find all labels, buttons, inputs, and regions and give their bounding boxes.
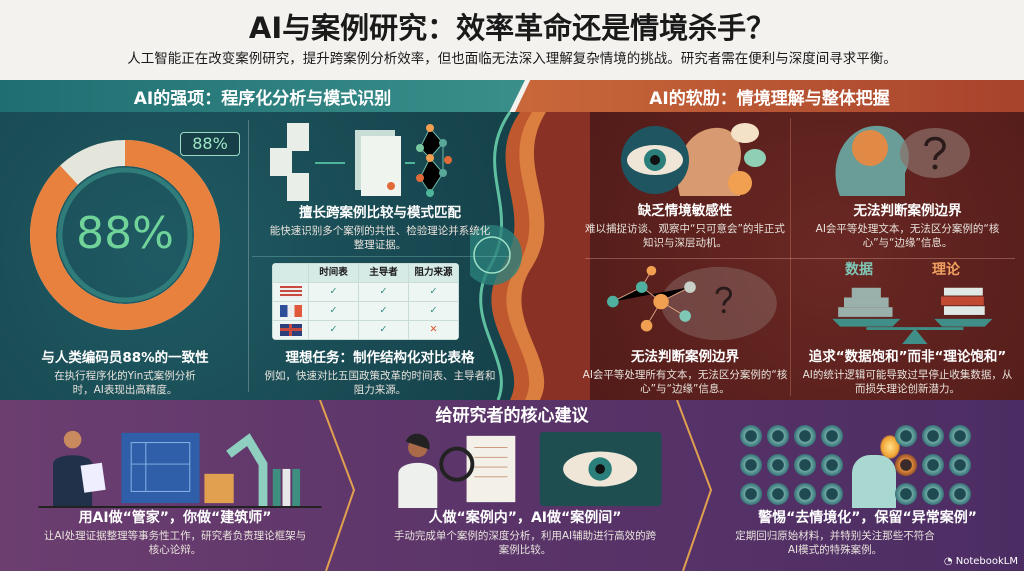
recommendation-1-title: 用AI做“管家”，你做“建筑师” <box>78 510 272 526</box>
table-row: ✓✓✓ <box>272 301 459 321</box>
case-dot <box>895 425 917 447</box>
notebooklm-watermark: ◔ NotebookLM <box>944 556 1018 568</box>
watermark-text: NotebookLM <box>955 556 1018 567</box>
table-cell: ✓ <box>408 301 459 321</box>
table-task-desc: 例如，快速对比五国政策改革的时间表、主导者和阻力来源。 <box>264 370 496 396</box>
table-cell: ✓ <box>358 320 409 340</box>
case-dot <box>767 425 789 447</box>
table-row: ✓✓✕ <box>272 320 459 340</box>
uk-flag-icon <box>279 323 302 336</box>
agreement-donut-chart <box>30 140 220 330</box>
donut-value-arc <box>30 140 220 330</box>
table-cell: ✓ <box>308 282 359 302</box>
comparison-table: 时间表主导者阻力来源 ✓✓✓ ✓✓✓ ✓✓✕ <box>272 263 459 340</box>
case-dot <box>740 483 762 505</box>
researcher-ai-eye-illustration <box>398 431 662 508</box>
divider <box>585 258 1015 259</box>
chevron-divider <box>676 400 713 571</box>
case-dot <box>794 454 816 476</box>
network-fog-icon <box>607 265 777 341</box>
column-header: 主导者 <box>358 263 409 283</box>
weakness-4-title: 追求“数据饱和”而非“理论饱和” <box>808 349 1007 365</box>
table-cell: ✓ <box>308 320 359 340</box>
recommendation-3-desc: 定期回归原始材料，并特别关注那些不符合AI模式的特殊案例。 <box>735 530 935 556</box>
divider <box>252 256 510 257</box>
anomaly-cases-illustration <box>740 425 1010 508</box>
case-dot <box>949 483 971 505</box>
weakness-3-desc: AI会平等处理所有文本，无法区分案例的“核心”与“边缘”信息。 <box>582 369 788 395</box>
table-cell: ✓ <box>408 282 459 302</box>
divider <box>248 120 249 392</box>
case-dot <box>794 483 816 505</box>
scale-label-data: 数据 <box>845 262 873 278</box>
case-dot <box>740 425 762 447</box>
us-flag-icon <box>279 285 302 298</box>
column-header: 时间表 <box>308 263 359 283</box>
manager-architect-illustration <box>38 430 322 508</box>
weakness-1-title: 缺乏情境敏感性 <box>637 203 733 219</box>
researcher-figure <box>852 455 896 508</box>
table-row: ✓✓✓ <box>272 282 459 302</box>
agreement-desc: 在执行程序化的Yin式案例分析时，AI表现出高精度。 <box>54 370 196 396</box>
page-title: AI与案例研究：效率革命还是情境杀手？ <box>248 11 776 45</box>
recommendations-heading: 给研究者的核心建议 <box>435 406 589 426</box>
recommendation-1-desc: 让AI处理证据整理等事务性工作，研究者负责理论框架与核心论辩。 <box>43 530 307 556</box>
page-subtitle: 人工智能正在改变案例研究，提升跨案例分析效率，但也面临无法深入理解复杂情境的挑战… <box>127 51 897 67</box>
cross-case-title: 擅长跨案例比较与模式匹配 <box>299 205 461 221</box>
case-dot <box>949 425 971 447</box>
case-dot <box>794 425 816 447</box>
agreement-title: 与人类编码员88%的一致性 <box>41 350 209 366</box>
documents-to-network-icon <box>270 123 452 201</box>
recommendation-2-desc: 手动完成单个案例的深度分析，利用AI辅助进行高效的跨案例比较。 <box>393 530 657 556</box>
case-dot <box>922 454 944 476</box>
weakness-4-desc: AI的统计逻辑可能导致过早停止收集数据，从而损失理论创新潜力。 <box>802 369 1013 395</box>
case-dot <box>767 483 789 505</box>
balance-scale-icon <box>832 287 993 345</box>
chevron-divider <box>319 400 356 571</box>
donut-center-label: 88% <box>76 208 174 259</box>
scale-label-theory: 理论 <box>932 262 960 278</box>
cross-case-desc: 能快速识别多个案例的共性、检验理论并系统化整理证据。 <box>269 225 491 251</box>
table-cell: ✕ <box>408 320 459 340</box>
table-task-title: 理想任务：制作结构化对比表格 <box>285 350 475 366</box>
lightbulb-icon <box>880 435 900 459</box>
eye-head-icon <box>621 123 766 196</box>
agreement-badge: 88% <box>180 132 240 156</box>
column-header: 阻力来源 <box>408 263 459 283</box>
case-dot <box>740 454 762 476</box>
france-flag-icon <box>279 304 302 317</box>
table-cell: ✓ <box>308 301 359 321</box>
weakness-2-title: 无法判断案例边界 <box>853 203 962 219</box>
table-cell: ✓ <box>358 301 409 321</box>
case-dot <box>821 454 843 476</box>
weakness-2-desc: AI会平等处理文本，无法区分案例的“核心”与“边缘”信息。 <box>815 223 1000 249</box>
table-header-row: 时间表主导者阻力来源 <box>272 263 459 283</box>
notebooklm-logo-icon: ◔ <box>943 556 953 567</box>
wave-divider-art <box>470 111 590 400</box>
case-dot <box>895 454 917 476</box>
case-dot <box>895 483 917 505</box>
table-cell: ✓ <box>358 282 409 302</box>
strengths-heading: AI的强项：程序化分析与模式识别 <box>0 80 525 112</box>
case-dot <box>821 483 843 505</box>
case-dot <box>922 425 944 447</box>
weakness-1-desc: 难以捕捉访谈、观察中“只可意会”的非正式知识与深层动机。 <box>585 223 785 249</box>
head-question-icon <box>835 125 970 196</box>
case-dot <box>821 425 843 447</box>
recommendation-3-title: 警惕“去情境化”，保留“异常案例” <box>758 510 977 526</box>
weaknesses-heading: AI的软肋：情境理解与整体把握 <box>515 80 1024 112</box>
case-dot <box>949 454 971 476</box>
case-dot <box>767 454 789 476</box>
divider <box>790 118 791 396</box>
case-dot <box>922 483 944 505</box>
recommendation-2-title: 人做“案例内”，AI做“案例间” <box>428 510 622 526</box>
weakness-3-title: 无法判断案例边界 <box>631 349 739 365</box>
